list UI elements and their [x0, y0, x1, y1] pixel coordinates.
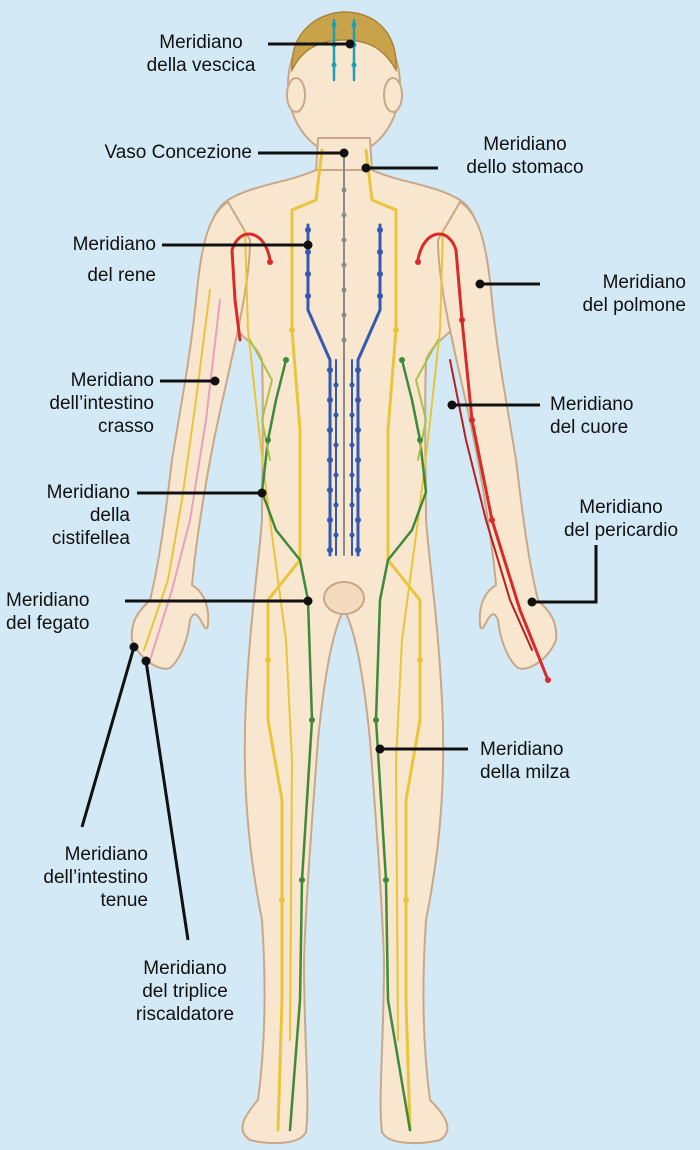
label-intestino-tenue: Meridiano dell’intestino tenue: [2, 843, 148, 912]
label-cuore: Meridiano del cuore: [550, 393, 690, 439]
label-fegato: Meridiano del fegato: [6, 589, 124, 635]
label-triplice: Meridiano del triplice riscaldatore: [110, 957, 260, 1026]
label-milza: Meridiano della milza: [480, 738, 620, 784]
label-polmone: Meridiano del polmone: [530, 271, 686, 317]
label-pericardio: Meridiano del pericardio: [546, 496, 696, 542]
label-intestino-crasso: Meridiano dell’intestino crasso: [2, 369, 154, 438]
label-rene: Meridiano del rene: [20, 233, 156, 287]
label-vescica: Meridiano della vescica: [140, 31, 262, 77]
label-vaso-concezione: Vaso Concezione: [30, 141, 252, 164]
leader-triplice: [142, 657, 189, 941]
label-stomaco: Meridiano dello stomaco: [440, 133, 610, 179]
leader-intestino-tenue: [82, 643, 139, 828]
label-cistifellea: Meridiano della cistifellea: [2, 481, 130, 550]
ear-left: [287, 78, 305, 112]
genitals: [324, 582, 364, 614]
ear-right: [384, 78, 402, 112]
